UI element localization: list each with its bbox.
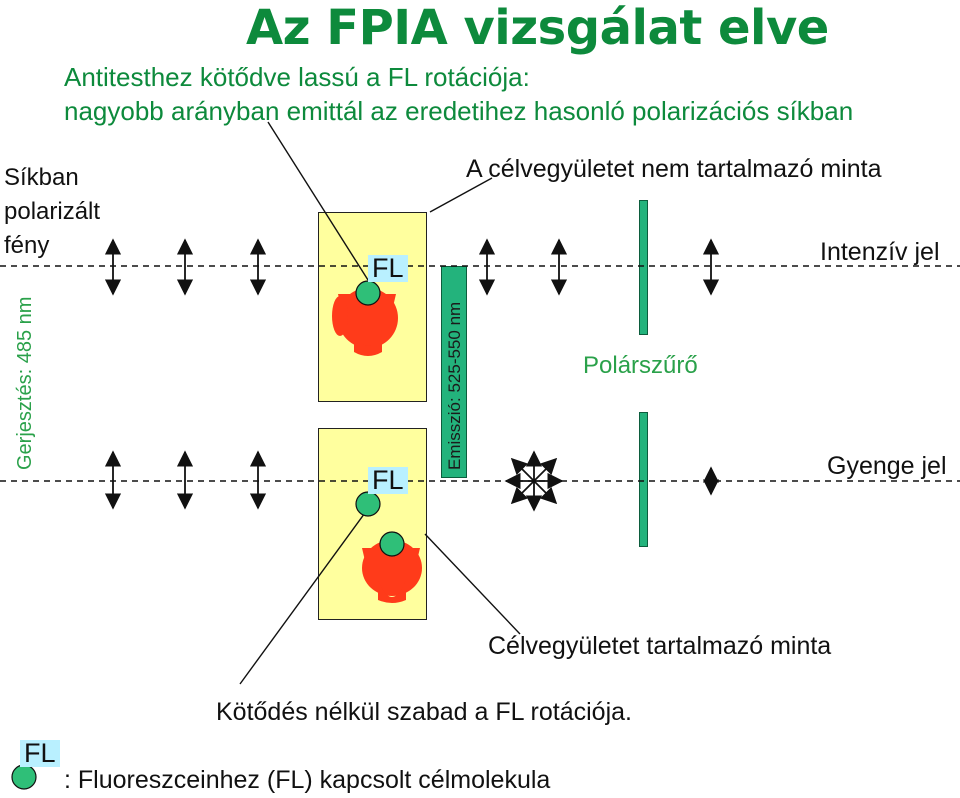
fl-tag-bottom: FL [368,467,408,494]
subtitle-line-2: nagyobb arányban emittál az eredetihez h… [64,96,854,126]
sample-with-target-label: Célvegyületet tartalmazó minta [488,632,832,660]
pointer-line-sample [429,177,493,213]
polarized-light-label-2: polarizált [4,198,101,225]
depolarized-star [504,450,564,512]
unbound-note: Kötődés nélkül szabad a FL rotációja. [216,698,632,726]
legend-text: : Fluoreszceinhez (FL) kapcsolt célmolek… [64,766,551,794]
polarized-light-label-3: fény [4,232,50,259]
fl-free-molecule [355,491,381,517]
pointer-line-target-sample [424,533,521,635]
legend-fl-tag: FL [20,740,60,767]
fl-tag-top: FL [368,255,408,282]
polarized-light-label-1: Síkban [4,164,79,191]
excitation-band [4,268,46,478]
emission-filter [441,266,467,478]
sample-without-target-label: A célvegyületet nem tartalmazó minta [466,155,882,183]
strong-signal-label: Intenzív jel [820,238,940,266]
fl-bound-molecule [355,280,381,306]
polarizer-bottom [639,412,648,547]
pointer-line-bound [267,121,369,281]
weak-signal-label: Gyenge jel [827,452,947,480]
pointer-line-unbound [239,505,371,685]
polarizer-top [639,200,648,335]
legend-fl-molecule-icon [11,764,37,790]
page-title: Az FPIA vizsgálat elve [246,0,829,56]
fl-target-molecule [379,531,405,557]
polarizer-label: Polárszűrő [583,352,698,379]
subtitle-line-1: Antitesthez kötődve lassú a FL rotációja… [64,62,530,92]
